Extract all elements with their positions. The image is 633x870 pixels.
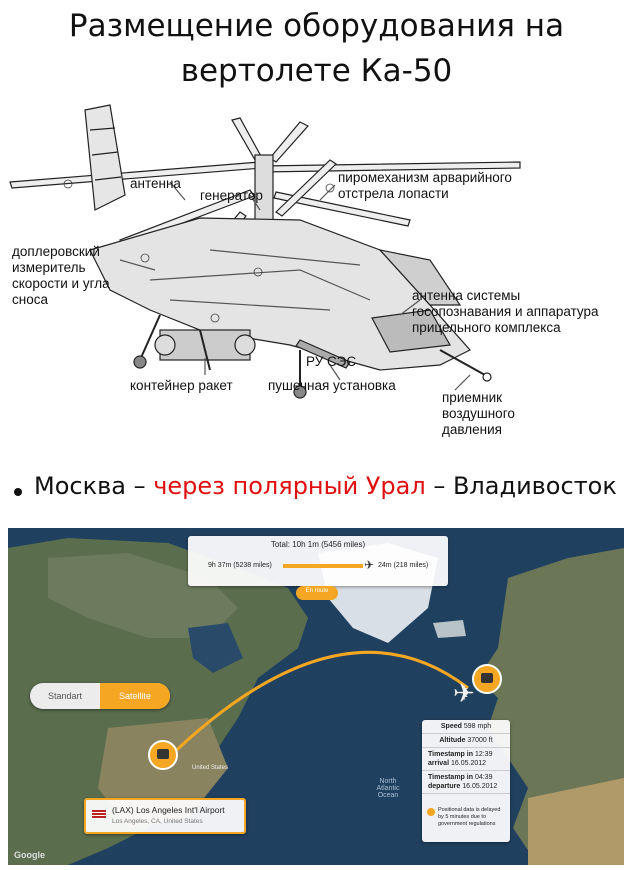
- altitude-row: Altitude 37000 ft: [422, 734, 510, 748]
- destination-pin-icon[interactable]: [472, 664, 502, 694]
- helicopter-drawing: [9, 104, 521, 399]
- country-label: United States: [192, 765, 229, 771]
- title-line-2: вертолете Ка-50: [180, 53, 453, 89]
- ocean-label: North Atlantic Ocean: [376, 778, 400, 799]
- delay-note-line-1: Positional data is delayed: [438, 807, 501, 813]
- google-logo: Google: [14, 850, 45, 860]
- speed-row: Speed 598 mph: [422, 720, 510, 734]
- warning-icon: [427, 808, 435, 816]
- speed-value: 598 mph: [463, 723, 492, 730]
- toggle-satellite[interactable]: Satellite: [100, 683, 170, 709]
- route-left-leg: 9h 37m (5238 miles): [208, 562, 272, 569]
- ts-arrival-label: Timestamp in: [428, 751, 473, 758]
- label-iff-1: антенна системы: [412, 288, 521, 303]
- label-antenna: антенна: [130, 176, 181, 191]
- delay-note-line-3: government regulations: [438, 821, 496, 827]
- label-doppler-4: сноса: [12, 292, 48, 307]
- departure-label: departure: [428, 783, 461, 790]
- briefcase-icon: [481, 673, 493, 683]
- route-summary-panel: Total: 10h 1m (5456 miles) 9h 37m (5238 …: [188, 536, 448, 586]
- plane-icon: ✈: [364, 558, 375, 572]
- bullet-part-2: через полярный Урал: [153, 472, 426, 500]
- flight-info-panel: Speed 598 mph Altitude 37000 ft Timestam…: [422, 720, 510, 842]
- slide-title: Размещение оборудования на вертолете Ка-…: [0, 4, 633, 94]
- toggle-standard[interactable]: Standart: [47, 691, 83, 701]
- delay-note-line-2: by 5 minutes due to: [438, 814, 487, 820]
- label-doppler-1: доплеровский: [12, 244, 100, 259]
- arrival-label: arrival: [428, 760, 450, 767]
- departure-row: Timestamp in 04:39 departure 16.05.2012: [422, 771, 510, 794]
- label-doppler-3: скорости и угла: [12, 276, 110, 291]
- ts-departure-label: Timestamp in: [428, 774, 473, 781]
- label-generator: генератор: [200, 188, 263, 203]
- bullet-icon: [14, 488, 22, 496]
- delay-note: Positional data is delayed by 5 minutes …: [438, 807, 500, 828]
- airport-card[interactable]: (LAX) Los Angeles Int'l Airport Los Ange…: [84, 798, 246, 834]
- label-iff-2: госопознавания и аппаратура: [412, 304, 599, 319]
- flight-map[interactable]: Total: 10h 1m (5456 miles) 9h 37m (5238 …: [8, 528, 624, 865]
- bullet-part-3: – Владивосток: [425, 472, 617, 500]
- status-badge: En route: [296, 586, 338, 600]
- label-pitot-1: приемник: [442, 390, 503, 405]
- route-total: Total: 10h 1m (5456 miles): [270, 540, 366, 549]
- label-pitot-3: давления: [442, 422, 502, 437]
- airport-location: Los Angeles, CA, United States: [112, 818, 203, 825]
- us-flag-icon: [92, 810, 106, 819]
- departure-date: 16.05.2012: [462, 783, 498, 790]
- altitude-value: 37000 ft: [467, 737, 493, 744]
- origin-pin-icon[interactable]: [148, 740, 178, 770]
- label-pyro-1: пиромеханизм арварийного: [338, 170, 512, 185]
- map-type-toggle[interactable]: Standart Satellite: [30, 683, 170, 709]
- airport-name: (LAX) Los Angeles Int'l Airport: [112, 805, 225, 815]
- arrival-row: Timestamp in 12:39 arrival 16.05.2012: [422, 748, 510, 771]
- speed-label: Speed: [440, 723, 462, 730]
- ts-arrival-time: 12:39: [474, 751, 493, 758]
- label-cannon: пушечная установка: [268, 378, 396, 393]
- title-line-1: Размещение оборудования на: [68, 8, 565, 44]
- briefcase-icon: [157, 749, 169, 759]
- label-pitot-2: воздушного: [442, 406, 515, 421]
- bullet-route: Москва – через полярный Урал – Владивост…: [34, 472, 617, 500]
- arrival-date: 16.05.2012: [450, 760, 487, 767]
- label-rockets: контейнер ракет: [130, 378, 233, 393]
- aircraft-icon[interactable]: ✈: [453, 678, 475, 708]
- label-iff-3: прицельного комплекса: [412, 320, 561, 335]
- ts-departure-time: 04:39: [474, 774, 493, 781]
- route-right-leg: 24m (218 miles): [378, 562, 429, 569]
- label-ru-ses: РУ СЭС: [306, 354, 357, 369]
- helicopter-diagram: антенна генератор пиромеханизм арварийно…: [0, 100, 633, 445]
- route-progress-bar: [283, 564, 363, 568]
- status-label: En route: [305, 588, 329, 594]
- bullet-part-1: Москва –: [34, 472, 154, 500]
- label-doppler-2: измеритель: [12, 260, 86, 275]
- label-pyro-2: отстрела лопасти: [338, 186, 449, 201]
- altitude-label: Altitude: [439, 737, 466, 744]
